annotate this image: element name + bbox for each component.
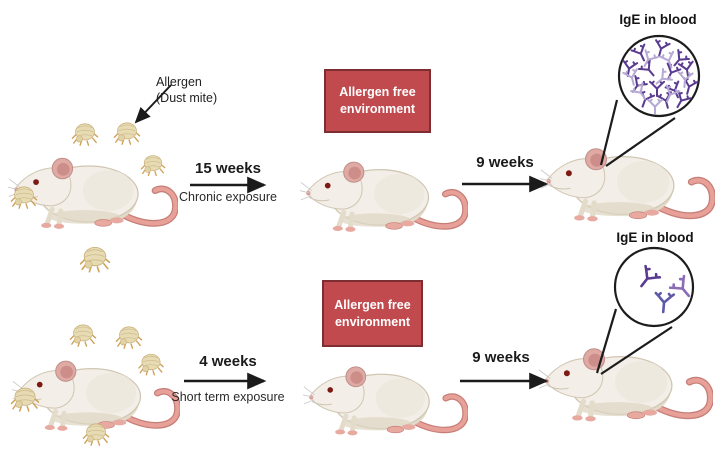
ige-title-top: IgE in blood — [619, 12, 697, 27]
dust-mite — [140, 154, 166, 177]
allergen-free-box-bottom: Allergen free environment — [322, 280, 423, 347]
lab-mouse — [303, 367, 466, 435]
allergen-label-line2: (Dust mite) — [156, 91, 218, 106]
lab-mouse — [300, 162, 466, 232]
dust-mite — [79, 246, 111, 273]
lab-mouse — [540, 149, 712, 222]
chronic-duration-label: 15 weeks — [195, 160, 261, 177]
ige-callout-top — [599, 34, 701, 167]
short-duration-label: 4 weeks — [199, 353, 257, 370]
chronic-caption-label: Chronic exposure — [179, 190, 277, 204]
allergen-pointer-arrow — [134, 84, 172, 124]
magnifier-circle-bottom — [613, 246, 695, 328]
allergen-label: Allergen (Dust mite) — [156, 74, 217, 107]
allergen-label-line1: Allergen — [156, 75, 202, 89]
dust-mite — [113, 122, 141, 145]
ige-callout-bottom — [595, 246, 697, 375]
allergen-free-box-top: Allergen free environment — [324, 69, 431, 133]
short-caption-label: Short term exposure — [171, 390, 285, 404]
top-recovery-duration-label: 9 weeks — [476, 154, 534, 171]
dust-mite — [69, 324, 97, 347]
ige-title-bottom: IgE in blood — [616, 230, 694, 245]
bottom-recovery-duration-label: 9 weeks — [472, 349, 530, 366]
dust-mite — [138, 353, 164, 376]
dust-mite — [71, 123, 99, 146]
dust-mite — [115, 326, 143, 349]
